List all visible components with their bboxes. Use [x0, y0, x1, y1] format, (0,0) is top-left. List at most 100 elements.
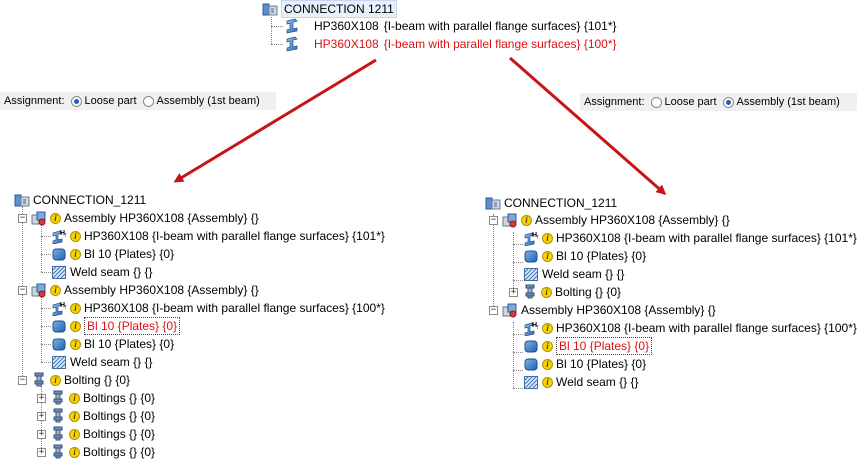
collapse-toggle[interactable]: − [18, 284, 27, 295]
collapse-toggle[interactable]: − [18, 374, 27, 385]
radio-loose-part-label[interactable]: Loose part [84, 95, 137, 107]
left-root-label: CONNECTION_1211 [33, 193, 147, 207]
connection-icon [14, 192, 30, 208]
right-root-node[interactable]: CONNECTION_1211 [485, 194, 617, 212]
left-assembly-2[interactable]: − i Assembly HP360X108 {Assembly} {} [18, 281, 259, 299]
right-asm2-weld-label: Weld seam {} {} [556, 375, 639, 389]
right-asm1-weld[interactable]: Weld seam {} {} [523, 265, 625, 283]
info-icon: i [70, 320, 81, 332]
plate-icon [51, 318, 67, 334]
right-asm1-plate[interactable]: i Bl 10 {Plates} {0} [523, 247, 646, 265]
top-item-100[interactable]: HP360X108 {I-beam with parallel flange s… [284, 35, 617, 53]
info-icon: i [542, 376, 553, 388]
assignment-panel-right: Assignment: Loose part Assembly (1st bea… [580, 93, 857, 111]
collapse-toggle[interactable]: − [489, 304, 498, 315]
weld-seam-icon [523, 374, 539, 390]
left-asm2-plate-label: Bl 10 {Plates} {0} [84, 337, 175, 351]
radio-loose-part[interactable] [650, 96, 662, 108]
left-boltings-3[interactable]: + i Boltings {} {0} [37, 425, 155, 443]
top-item-101-desc: {I-beam with parallel flange surfaces} {… [383, 19, 617, 33]
right-asm2-plate-selected-label: Bl 10 {Plates} {0} [556, 337, 653, 355]
beam-icon [523, 320, 539, 336]
right-asm2-plate-selected[interactable]: i Bl 10 {Plates} {0} [523, 337, 653, 355]
info-icon: i [69, 392, 80, 404]
radio-assembly[interactable] [722, 96, 734, 108]
radio-assembly[interactable] [142, 95, 154, 107]
right-assembly-2[interactable]: − Assembly HP360X108 {Assembly} {} [489, 301, 716, 319]
tree-connector [513, 322, 514, 388]
left-boltings-label: Boltings {} {0} [83, 427, 156, 441]
tree-connector [41, 254, 51, 255]
right-asm1-beam[interactable]: i HP360X108 {I-beam with parallel flange… [523, 229, 857, 247]
right-assembly-1-label: Assembly HP360X108 {Assembly} {} [535, 213, 730, 227]
left-asm2-weld[interactable]: Weld seam {} {} [51, 353, 153, 371]
right-assembly-1[interactable]: − i Assembly HP360X108 {Assembly} {} [489, 211, 730, 229]
left-boltings-2[interactable]: + i Boltings {} {0} [37, 407, 155, 425]
left-asm1-plate[interactable]: i Bl 10 {Plates} {0} [51, 245, 174, 263]
tree-connector [41, 236, 51, 237]
top-item-101-name: HP360X108 [314, 19, 379, 33]
collapse-toggle[interactable]: − [18, 212, 27, 223]
info-icon: i [542, 232, 553, 244]
plate-icon [523, 338, 539, 354]
expand-toggle[interactable]: + [37, 410, 46, 421]
assignment-label: Assignment: [4, 95, 65, 107]
radio-loose-part-label[interactable]: Loose part [664, 96, 717, 108]
tree-connector [41, 326, 51, 327]
info-icon: i [542, 250, 553, 262]
info-icon: i [70, 302, 81, 314]
collapse-toggle[interactable]: − [489, 214, 498, 225]
left-asm1-beam[interactable]: i HP360X108 {I-beam with parallel flange… [51, 227, 385, 245]
expand-toggle[interactable]: + [37, 392, 46, 403]
left-asm2-plate[interactable]: i Bl 10 {Plates} {0} [51, 335, 174, 353]
info-icon: i [542, 358, 553, 370]
weld-seam-icon [523, 266, 539, 282]
left-asm2-beam-label: HP360X108 {I-beam with parallel flange s… [84, 301, 385, 315]
left-asm1-weld[interactable]: Weld seam {} {} [51, 263, 153, 281]
left-asm2-beam[interactable]: i HP360X108 {I-beam with parallel flange… [51, 299, 385, 317]
weld-seam-icon [51, 354, 67, 370]
tree-connector [513, 334, 523, 335]
right-asm2-plate-label: Bl 10 {Plates} {0} [556, 357, 647, 371]
radio-loose-part[interactable] [70, 95, 82, 107]
right-asm2-weld[interactable]: i Weld seam {} {} [523, 373, 639, 391]
top-item-100-name: HP360X108 [314, 37, 379, 51]
info-icon: i [69, 446, 80, 458]
tree-connector [41, 362, 51, 363]
expand-toggle[interactable]: + [37, 446, 46, 457]
top-root-label: CONNECTION 1211 [281, 0, 397, 18]
left-boltings-4[interactable]: + i Boltings {} {0} [37, 443, 155, 461]
info-icon: i [542, 340, 553, 352]
top-root-node[interactable]: CONNECTION 1211 [262, 0, 397, 18]
right-asm1-bolting[interactable]: + i Bolting {} {0} [509, 283, 621, 301]
radio-assembly-label[interactable]: Assembly (1st beam) [736, 96, 840, 108]
plate-icon [523, 356, 539, 372]
info-icon: i [542, 322, 553, 334]
right-root-label: CONNECTION_1211 [504, 196, 618, 210]
left-bolting[interactable]: − i Bolting {} {0} [18, 371, 130, 389]
assembly-icon [31, 282, 47, 298]
left-assembly-2-label: Assembly HP360X108 {Assembly} {} [64, 283, 259, 297]
expand-toggle[interactable]: + [509, 286, 518, 297]
beam-icon [51, 228, 67, 244]
tree-connector [41, 308, 51, 309]
tree-connector [271, 17, 272, 44]
left-asm2-plate-selected-label: Bl 10 {Plates} {0} [84, 317, 181, 335]
tree-connector [513, 232, 514, 288]
assignment-label: Assignment: [584, 96, 645, 108]
right-asm2-beam[interactable]: i HP360X108 {I-beam with parallel flange… [523, 319, 857, 337]
tree-connector [41, 272, 51, 273]
left-asm1-plate-label: Bl 10 {Plates} {0} [84, 247, 175, 261]
info-icon: i [70, 248, 81, 260]
left-asm2-plate-selected[interactable]: i Bl 10 {Plates} {0} [51, 317, 181, 335]
left-root-node[interactable]: CONNECTION_1211 [14, 191, 146, 209]
top-item-101[interactable]: HP360X108 {I-beam with parallel flange s… [284, 17, 617, 35]
radio-assembly-label[interactable]: Assembly (1st beam) [156, 95, 260, 107]
expand-toggle[interactable]: + [37, 428, 46, 439]
right-asm2-plate[interactable]: i Bl 10 {Plates} {0} [523, 355, 646, 373]
tree-connector [41, 344, 51, 345]
beam-icon [51, 300, 67, 316]
left-assembly-1[interactable]: − i Assembly HP360X108 {Assembly} {} [18, 209, 259, 227]
left-boltings-1[interactable]: + i Boltings {} {0} [37, 389, 155, 407]
